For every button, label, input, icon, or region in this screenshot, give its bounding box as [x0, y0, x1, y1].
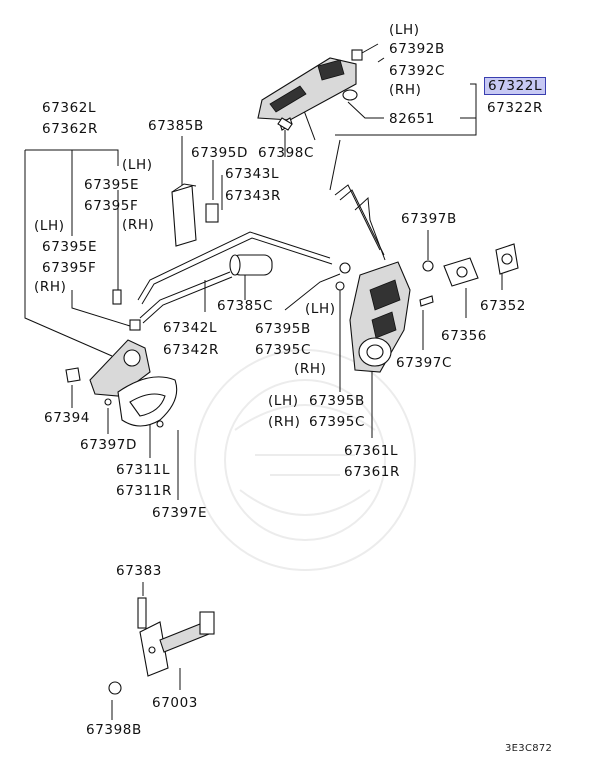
lock-assembly-part — [349, 261, 411, 373]
part-67362R-label[interactable]: 67362R — [42, 121, 98, 137]
part-67397B-label[interactable]: 67397B — [401, 211, 457, 227]
part-67398B-label[interactable]: 67398B — [86, 722, 142, 738]
rod-cover-part — [229, 254, 273, 276]
part-67395B-label[interactable]: 67395B — [309, 393, 365, 409]
leader-lines — [24, 43, 503, 720]
inside-handle-part — [65, 339, 178, 428]
part-67003-label[interactable]: 67003 — [152, 695, 198, 711]
part-67395B-label[interactable]: 67395B — [255, 321, 311, 337]
lh-label: (LH) — [389, 22, 420, 38]
part-67311L-label[interactable]: 67311L — [116, 462, 171, 478]
part-67342R-label[interactable]: 67342R — [163, 342, 219, 358]
part-67385C-label[interactable]: 67385C — [217, 298, 273, 314]
rh-label: (RH) — [268, 414, 301, 430]
part-67311R-label[interactable]: 67311R — [116, 483, 172, 499]
part-67395D-label[interactable]: 67395D — [191, 145, 248, 161]
part-67398C-label[interactable]: 67398C — [258, 145, 314, 161]
lh-label: (LH) — [305, 301, 336, 317]
rh-label: (RH) — [122, 217, 155, 233]
part-67383-label[interactable]: 67383 — [116, 563, 162, 579]
diagram-code: 3E3C872 — [505, 743, 553, 754]
part-67392C-label[interactable]: 67392C — [389, 63, 445, 79]
lh-label: (LH) — [268, 393, 299, 409]
part-67397D-label[interactable]: 67397D — [80, 437, 137, 453]
outside-handle-part — [257, 49, 363, 131]
part-67322R-label[interactable]: 67322R — [487, 100, 543, 116]
part-67356-label[interactable]: 67356 — [441, 328, 487, 344]
lock-rods — [137, 184, 386, 324]
rh-label: (RH) — [34, 279, 67, 295]
part-67362L-label[interactable]: 67362L — [42, 100, 97, 116]
part-67395F-label[interactable]: 67395F — [42, 260, 97, 276]
part-67343L-label[interactable]: 67343L — [225, 166, 280, 182]
part-67397C-label[interactable]: 67397C — [396, 355, 452, 371]
part-82651-label[interactable]: 82651 — [389, 111, 435, 127]
watermark-emblem — [194, 349, 416, 571]
striker-parts — [277, 117, 519, 307]
rh-label: (RH) — [389, 82, 422, 98]
lh-label: (LH) — [34, 218, 65, 234]
lh-label: (LH) — [122, 157, 153, 173]
part-67322L-highlight-label[interactable]: 67322L — [484, 77, 547, 95]
part-67343R-label[interactable]: 67343R — [225, 188, 281, 204]
part-67394-label[interactable]: 67394 — [44, 410, 90, 426]
part-67395C-label[interactable]: 67395C — [309, 414, 365, 430]
part-67361L-label[interactable]: 67361L — [344, 443, 399, 459]
part-67352-label[interactable]: 67352 — [480, 298, 526, 314]
part-67395E-label[interactable]: 67395E — [84, 177, 140, 193]
part-67395C-label[interactable]: 67395C — [255, 342, 311, 358]
part-67397E-label[interactable]: 67397E — [152, 505, 208, 521]
part-67342L-label[interactable]: 67342L — [163, 320, 218, 336]
part-67395E-label[interactable]: 67395E — [42, 239, 98, 255]
rh-label: (RH) — [294, 361, 327, 377]
door-check-part — [108, 597, 215, 695]
part-67395F-label[interactable]: 67395F — [84, 198, 139, 214]
part-67385B-label[interactable]: 67385B — [148, 118, 204, 134]
clip-parts — [112, 203, 351, 331]
part-67361R-label[interactable]: 67361R — [344, 464, 400, 480]
part-67392B-label[interactable]: 67392B — [389, 41, 445, 57]
switch-box-part — [171, 183, 197, 247]
